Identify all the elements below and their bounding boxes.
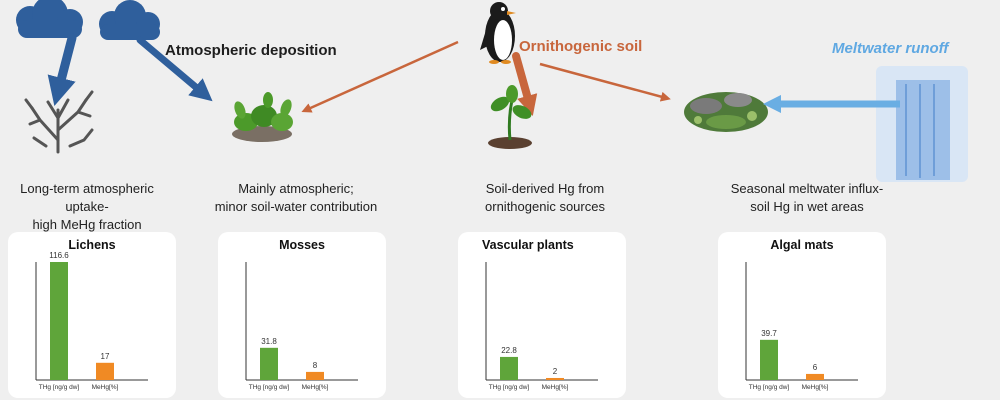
atmospheric-deposition-title: Atmospheric deposition	[165, 42, 337, 59]
ornithogenic-soil-title: Ornithogenic soil	[519, 38, 643, 55]
algal-description: Seasonal meltwater influx- soil Hg in we…	[722, 180, 892, 216]
chart-title: Algal mats	[770, 238, 834, 252]
category-label: THg [ng/g dw]	[39, 384, 80, 391]
mehg-bar	[546, 377, 564, 380]
seedling-icon	[488, 85, 532, 149]
mosses-description: Mainly atmospheric; minor soil-water con…	[196, 180, 396, 216]
mehg-bar	[306, 371, 324, 380]
thg-bar	[760, 339, 778, 380]
chart-title: Vascular plants	[482, 238, 574, 252]
category-label: THg [ng/g dw]	[749, 384, 790, 391]
description-line: ornithogenic sources	[485, 199, 605, 214]
bar-value-label: 116.6	[49, 251, 69, 260]
penguin-icon	[480, 2, 516, 64]
description-line: high MeHg fraction	[32, 217, 142, 232]
bar-value-label: 2	[553, 367, 558, 376]
category-label: MeHg[%]	[302, 384, 329, 391]
description-line: minor soil-water contribution	[214, 199, 378, 214]
description-line: Seasonal meltwater influx-	[730, 181, 884, 196]
lichens-description: Long-term atmospheric uptake- high MeHg …	[0, 180, 174, 234]
atmospheric-arrow-to-mosses	[136, 36, 213, 102]
category-label: THg [ng/g dw]	[249, 384, 290, 391]
description-line: Mainly atmospheric;	[238, 181, 354, 196]
category-label: MeHg[%]	[542, 384, 569, 391]
bar-value-label: 6	[813, 363, 818, 372]
description-line: soil Hg in wet areas	[750, 199, 864, 214]
ornithogenic-arrow-to-algal	[539, 62, 671, 102]
ornithogenic-arrow-to-mosses	[301, 40, 459, 113]
category-label: MeHg[%]	[802, 384, 829, 391]
description-line: Long-term atmospheric uptake-	[20, 181, 154, 214]
mehg-bar	[806, 373, 824, 380]
mehg-bar	[96, 362, 114, 380]
bar-value-label: 8	[313, 361, 318, 370]
lichen-icon	[24, 90, 94, 154]
vascular-description: Soil-derived Hg from ornithogenic source…	[460, 180, 630, 216]
bar-value-label: 31.8	[261, 337, 277, 346]
atmospheric-arrow-to-lichens	[47, 33, 77, 106]
description-line: Soil-derived Hg from	[485, 181, 605, 196]
cloud-icon	[16, 0, 83, 38]
bar-value-label: 22.8	[501, 346, 517, 355]
algal-mat-icon	[684, 92, 768, 132]
ornithogenic-arrow-to-vascular	[512, 52, 538, 117]
cloud-icon	[99, 0, 160, 40]
bar-value-label: 39.7	[761, 329, 777, 338]
moss-icon	[232, 92, 293, 142]
meltwater-runoff-title: Meltwater runoff	[832, 40, 949, 57]
glacier-icon	[876, 66, 968, 182]
thg-bar	[50, 262, 68, 380]
thg-bar	[500, 356, 518, 380]
thg-bar	[260, 347, 278, 380]
bar-value-label: 17	[101, 352, 110, 361]
category-label: THg [ng/g dw]	[489, 384, 530, 391]
category-label: MeHg[%]	[92, 384, 119, 391]
chart-title: Lichens	[68, 238, 116, 252]
chart-title: Mosses	[279, 238, 325, 252]
